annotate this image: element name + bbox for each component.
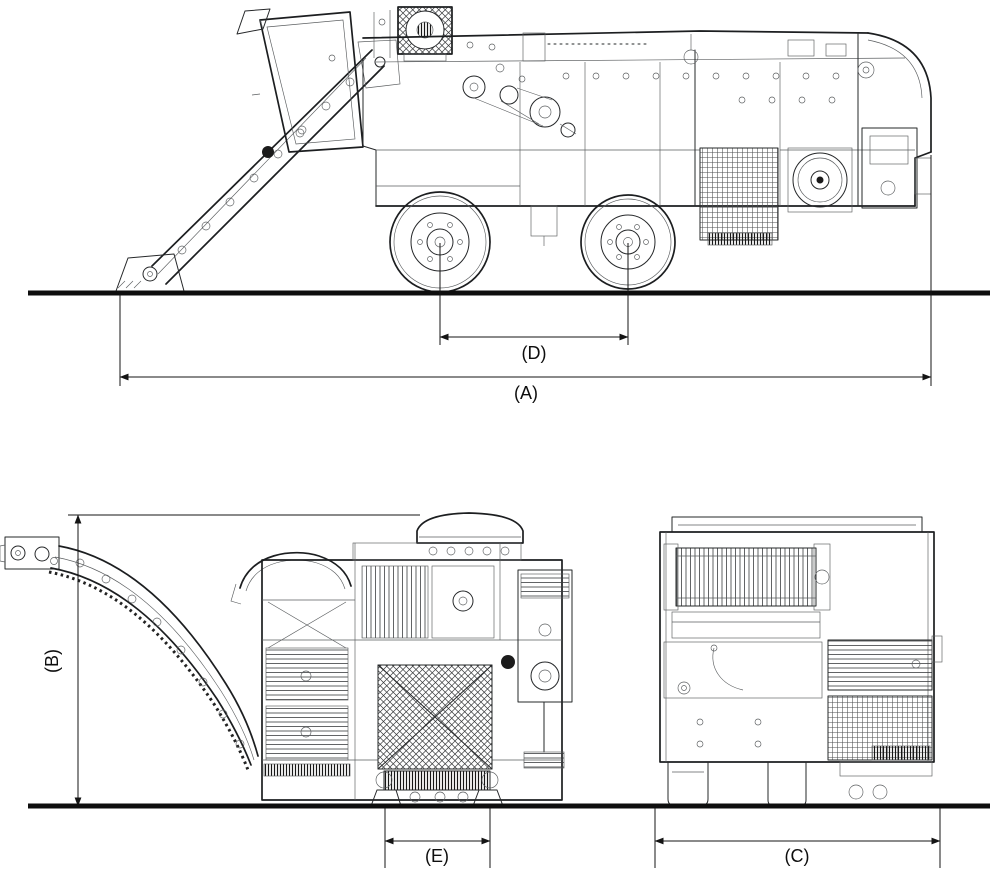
dimension-D: (D) bbox=[439, 243, 629, 363]
dimension-C: (C) bbox=[654, 808, 941, 868]
dimension-e-label: (E) bbox=[425, 846, 449, 866]
center-grille bbox=[377, 664, 493, 770]
support-legs bbox=[667, 761, 933, 807]
front-view-drawing bbox=[0, 512, 573, 807]
radiator-grille bbox=[699, 147, 779, 246]
dimension-d-label: (D) bbox=[522, 343, 547, 363]
rear-view-drawing bbox=[659, 516, 943, 807]
cooling-fan-box bbox=[397, 6, 453, 62]
dimension-B: (B) bbox=[42, 514, 420, 807]
rear-grille bbox=[827, 635, 943, 761]
dimension-E: (E) bbox=[384, 808, 491, 868]
dimension-a-label: (A) bbox=[514, 383, 538, 403]
engine-fan bbox=[787, 147, 853, 213]
machine-body bbox=[362, 30, 932, 246]
dimension-b-label: (B) bbox=[42, 649, 62, 673]
top-roller bbox=[663, 543, 831, 639]
machine-body-front bbox=[261, 542, 573, 801]
unloading-elevator bbox=[0, 536, 259, 771]
dimension-c-label: (C) bbox=[785, 846, 810, 866]
dimension-A: (A) bbox=[119, 155, 932, 403]
rear-left-compartment bbox=[663, 641, 823, 748]
rear-equipment-box bbox=[861, 127, 932, 209]
crane-arm bbox=[230, 551, 352, 605]
operator-canopy bbox=[416, 512, 524, 556]
side-view-drawing bbox=[115, 6, 932, 293]
conveyor-boom bbox=[115, 39, 401, 292]
cab-hopper bbox=[236, 8, 391, 158]
